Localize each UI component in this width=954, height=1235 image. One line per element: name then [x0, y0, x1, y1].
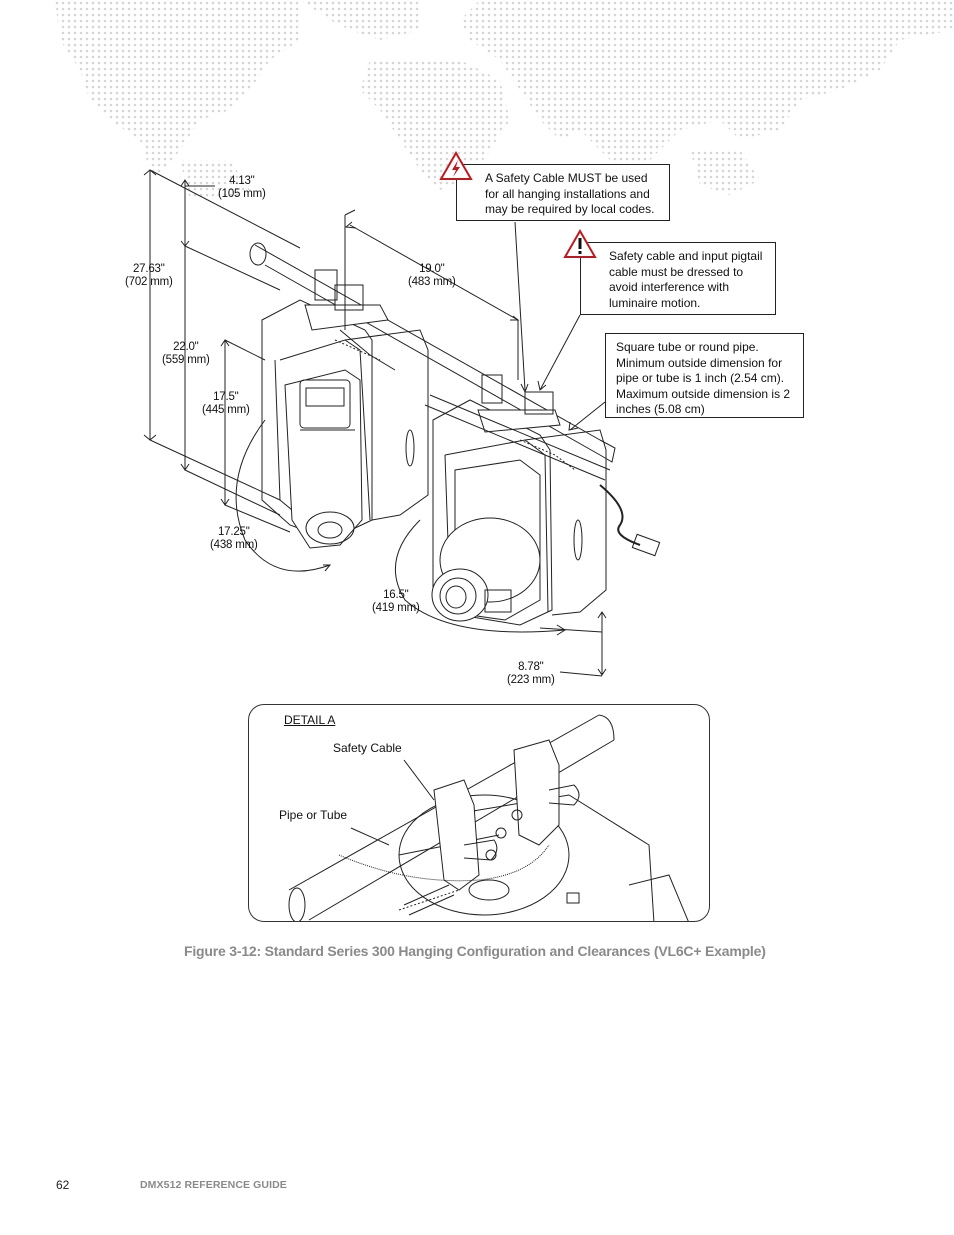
warning-exclamation-icon	[563, 229, 597, 258]
safety-cable-required-callout: A Safety Cable MUST be used for all hang…	[439, 151, 670, 221]
electrical-hazard-icon	[439, 151, 473, 180]
world-map-background	[55, 0, 954, 200]
guide-title: DMX512 REFERENCE GUIDE	[140, 1179, 287, 1191]
detail-a-panel: DETAIL A Safety Cable Pipe or Tube	[248, 704, 710, 922]
dim-16-5: 16.5" (419 mm)	[372, 589, 420, 614]
detail-a-drawing	[288, 714, 689, 921]
pipe-or-tube-label: Pipe or Tube	[279, 808, 348, 822]
detail-a-title: DETAIL A	[284, 713, 336, 727]
hanging-configuration-drawing	[143, 169, 661, 677]
dim-17-25: 17.25" (438 mm)	[210, 526, 258, 551]
cable-dressing-text: Safety cable and input pigtail cable mus…	[609, 249, 763, 310]
cable-dressing-callout: Safety cable and input pigtail cable mus…	[563, 229, 776, 315]
dim-19-0: 19.0" (483 mm)	[408, 263, 456, 288]
pipe-spec-text: Square tube or round pipe. Minimum outsi…	[616, 340, 791, 416]
dim-22-0: 22.0" (559 mm)	[162, 341, 210, 366]
safety-cable-required-text: A Safety Cable MUST be used for all hang…	[485, 171, 655, 216]
dim-27-63: 27.63" (702 mm)	[125, 263, 173, 288]
figure-caption: Figure 3-12: Standard Series 300 Hanging…	[184, 943, 766, 959]
page-number: 62	[56, 1178, 70, 1192]
safety-cable-label: Safety Cable	[333, 741, 402, 755]
pipe-spec-callout: Square tube or round pipe. Minimum outsi…	[605, 333, 804, 418]
dim-4-13: 4.13" (105 mm)	[218, 175, 266, 200]
dim-17-5: 17.5" (445 mm)	[202, 391, 250, 416]
dim-8-78: 8.78" (223 mm)	[507, 661, 555, 686]
